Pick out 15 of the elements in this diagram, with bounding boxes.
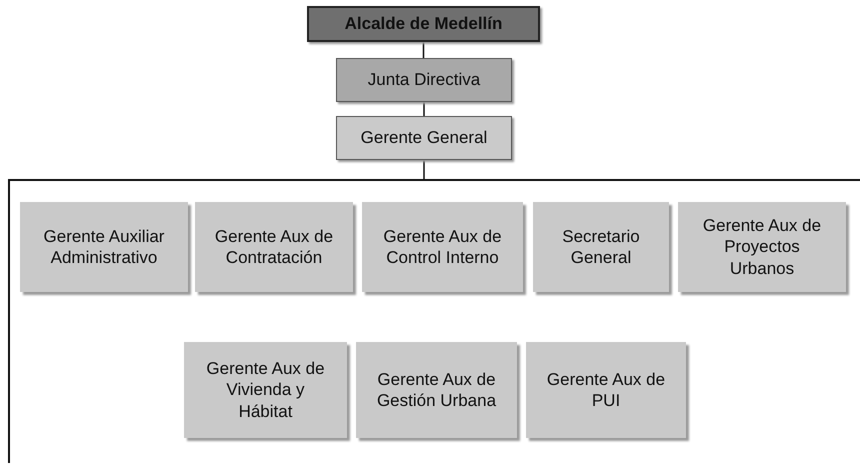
connector-line — [423, 102, 425, 116]
head-box: Alcalde de Medellín — [307, 6, 540, 42]
org-unit-box: Gerente Aux de Proyectos Urbanos — [678, 202, 846, 292]
org-unit-box: Gerente Aux de Control Interno — [362, 202, 523, 292]
org-unit-box: Gerente Aux de Contratación — [195, 202, 353, 292]
connector-line — [422, 42, 424, 58]
org-unit-box: Gerente Aux de Vivienda y Hábitat — [184, 342, 347, 438]
org-unit-box: Gerente Aux de Gestión Urbana — [356, 342, 517, 438]
org-unit-box: Junta Directiva — [336, 58, 512, 102]
org-unit-box: Gerente General — [336, 116, 512, 160]
org-unit-box: Gerente Auxiliar Administrativo — [20, 202, 188, 292]
bracket-frame — [8, 179, 860, 463]
org-unit-box: Secretario General — [533, 202, 669, 292]
org-unit-box: Gerente Aux de PUI — [526, 342, 686, 438]
connector-line — [423, 160, 425, 179]
